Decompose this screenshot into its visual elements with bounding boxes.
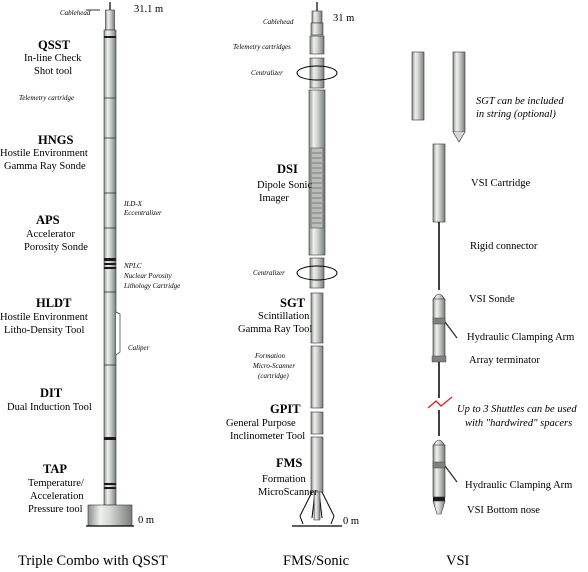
vsi-string xyxy=(411,51,466,515)
triple-base xyxy=(87,504,133,527)
vsi-rigid-label: Rigid connector xyxy=(470,241,538,252)
triple-band xyxy=(104,263,116,265)
hngs-line-2: Gamma Ray Sonde xyxy=(4,161,86,172)
dit-title: DIT xyxy=(40,386,63,400)
fms-cartridge-line-3: (cartridge) xyxy=(258,372,289,380)
aps-line-1: Accelerator xyxy=(26,229,75,240)
fms-sonde-body xyxy=(310,436,324,493)
fms-sonic-string xyxy=(292,2,342,527)
vsi-bottom-nose-label: VSI Bottom nose xyxy=(467,505,540,516)
fms-bottom-depth: 0 m xyxy=(343,516,360,527)
vsi-cartridge-body xyxy=(432,143,446,223)
vsi-cartridge-label: VSI Cartridge xyxy=(471,178,531,189)
sgt-line-2: Gamma Ray Tool xyxy=(238,324,313,335)
fms-cartridge-body xyxy=(310,345,324,409)
dsi-title: DSI xyxy=(277,162,298,176)
vsi-sonde-body xyxy=(432,298,446,362)
vsi-sgt-note-line-2: in string (optional) xyxy=(476,109,556,120)
fms-cartridge-line-1: Formation xyxy=(255,352,285,360)
vsi-sgt-left xyxy=(411,51,425,121)
dsi-receiver-marks xyxy=(312,152,322,224)
vsi-clamp-1-label: Hydraulic Clamping Arm xyxy=(467,332,575,343)
vsi-shuttles-line-2: with "hardwired" spacers xyxy=(465,418,573,429)
nplc-line-1: NPLC xyxy=(124,262,142,270)
fms-top-depth: 31 m xyxy=(333,13,355,24)
aps-title: APS xyxy=(36,213,60,227)
triple-band xyxy=(104,267,116,269)
hngs-title: HNGS xyxy=(38,133,74,147)
vsi-bottom-nose-shape xyxy=(432,500,446,515)
centralizer-ring-top xyxy=(296,65,338,81)
triple-cablehead-label: Cablehead xyxy=(60,9,91,17)
tap-line-2: Acceleration xyxy=(30,491,84,502)
nplc-line-2: Nuclear Porosity xyxy=(124,272,172,280)
dsi-line-1: Dipole Sonic xyxy=(257,180,313,191)
fms-line-1: Formation xyxy=(262,474,306,485)
ildx-line-1: ILD-X xyxy=(124,200,142,208)
qsst-title: QSST xyxy=(38,38,70,52)
caliper-arm-shape xyxy=(115,311,121,356)
ildx-line-2: Eccentralizer xyxy=(124,209,162,217)
fms-telemetry-label: Telemetry cartridges xyxy=(233,43,291,51)
gpit-title: GPIT xyxy=(270,402,301,416)
vsi-shuttle-body xyxy=(432,444,446,498)
sgt-body xyxy=(310,292,324,344)
fms-line-2: MicroScanner xyxy=(258,487,318,498)
vsi-clamp-2-label: Hydraulic Clamping Arm xyxy=(465,480,573,491)
triple-band xyxy=(104,487,116,489)
tap-title: TAP xyxy=(43,462,68,476)
fms-caption: FMS/Sonic xyxy=(283,553,350,569)
fms-cablehead-label: Cablehead xyxy=(263,18,294,26)
dit-line-1: Dual Induction Tool xyxy=(7,402,92,413)
fms-telemetry-shape xyxy=(309,35,325,55)
sgt-line-1: Scintillation xyxy=(258,311,310,322)
fms-cablehead-shape xyxy=(311,10,323,24)
tap-line-3: Pressure tool xyxy=(28,504,83,515)
vsi-terminator-label: Array terminator xyxy=(469,355,540,366)
triple-bottom-depth: 0 m xyxy=(138,515,155,526)
vsi-sgt-note-line-1: SGT can be included xyxy=(476,96,564,107)
gpit-line-1: General Purpose xyxy=(226,418,296,429)
gpit-body xyxy=(310,411,324,435)
hngs-line-1: Hostile Environment xyxy=(0,148,88,159)
qsst-line-2: Shot tool xyxy=(34,66,73,77)
triple-band xyxy=(104,258,116,261)
triple-cablehead-shape xyxy=(105,9,115,31)
hldt-title: HLDT xyxy=(36,296,72,310)
break-arrow xyxy=(427,396,453,409)
vsi-sgt-right xyxy=(452,51,466,133)
fms-centralizer-mid-label: Centralizer xyxy=(253,269,285,277)
gpit-line-2: Inclinometer Tool xyxy=(230,431,306,442)
centralizer-ring-mid xyxy=(296,265,338,281)
clamp-arm-1-shape xyxy=(444,321,458,339)
vsi-sonde-label: VSI Sonde xyxy=(469,294,515,305)
qsst-line-1: In-line Check xyxy=(24,53,82,64)
fms-title: FMS xyxy=(276,456,303,470)
clamp-arm-2-shape xyxy=(444,465,458,483)
nplc-line-3: Lithology Cartridge xyxy=(124,282,181,290)
aps-line-2: Porosity Sonde xyxy=(24,242,88,253)
triple-caption: Triple Combo with QSST xyxy=(18,553,168,569)
triple-band xyxy=(104,437,116,440)
tap-line-1: Temperature/ xyxy=(28,478,84,489)
hldt-line-1: Hostile Environment xyxy=(0,312,88,323)
triple-combo-string xyxy=(86,2,134,527)
triple-band xyxy=(104,483,116,485)
vsi-shuttles-line-1: Up to 3 Shuttles can be used xyxy=(457,404,577,415)
fms-centralizer-top-label: Centralizer xyxy=(251,69,283,77)
triple-telemetry-label: Telemetry cartridge xyxy=(19,94,75,102)
fms-cartridge-line-2: Micro-Scanner xyxy=(253,362,296,370)
triple-band xyxy=(104,36,116,38)
caliper-label: Caliper xyxy=(128,344,150,352)
dsi-line-2: Imager xyxy=(259,193,289,204)
triple-top-depth: 31.1 m xyxy=(134,4,164,15)
hldt-line-2: Litho-Density Tool xyxy=(4,325,85,336)
vsi-caption: VSI xyxy=(446,553,470,569)
sgt-title: SGT xyxy=(280,296,306,310)
